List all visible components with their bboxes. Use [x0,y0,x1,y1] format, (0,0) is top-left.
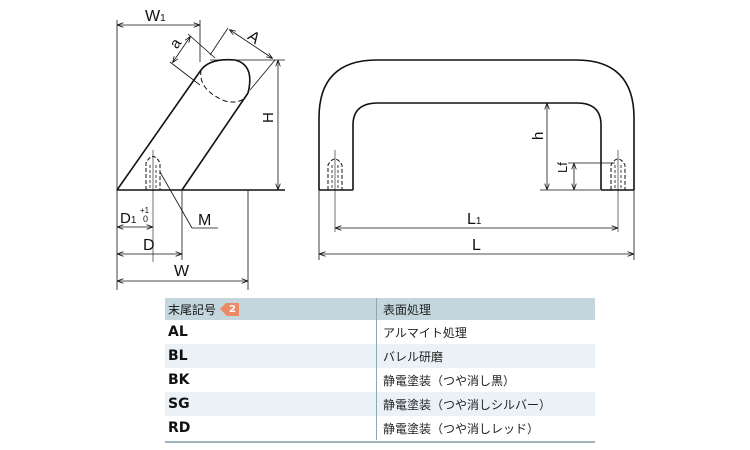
row-code: BL [168,348,188,364]
table-header: 末尾記号 2 表面処理 [165,298,595,320]
label-A: A [244,28,263,48]
label-d1: D1 [120,210,137,227]
A-dimension [230,30,272,58]
label-W: W [174,263,190,280]
side-view-drawing: W1 a A H M D1 +1 0 D W [116,8,285,290]
label-l1: L1 [467,211,482,228]
label-a: a [166,35,185,52]
label-w1: W1 [145,8,166,25]
row-code: SG [168,396,190,412]
badge-arrow-icon [220,303,227,315]
badge-number: 2 [226,302,239,316]
row-finish: バレル研磨 [376,344,595,368]
header-code-label: 末尾記号 [168,302,217,317]
row-finish: 静電塗装（つや消しレッド） [376,416,595,440]
label-d1-tol-upper: +1 [140,206,150,215]
label-h: h [530,132,547,140]
label-H: H [260,112,277,123]
label-d1-tol-lower: 0 [143,214,148,224]
row-code: BK [168,372,190,388]
surface-finish-table: 末尾記号 2 表面処理 AL アルマイト処理 BL バレル研磨 BK 静電塗装（… [165,298,595,440]
row-finish: 静電塗装（つや消しシルバー） [376,392,595,416]
header-code: 末尾記号 2 [165,301,376,318]
label-D: D [143,237,155,254]
front-view-drawing: h Lf L1 L [318,59,635,260]
row-code: AL [168,324,188,340]
a-dimension [173,37,190,62]
row-finish: アルマイト処理 [376,320,595,344]
label-l: L [472,237,481,254]
table-row: AL アルマイト処理 [165,320,595,344]
row-finish: 静電塗装（つや消し黒） [376,368,595,392]
row-code: RD [168,420,191,436]
table-row: BL バレル研磨 [165,344,595,368]
label-lf: Lf [555,162,570,173]
table-row: BK 静電塗装（つや消し黒） [165,368,595,392]
table-bottom-rule [165,441,595,443]
label-M: M [198,212,211,229]
table-row: SG 静電塗装（つや消しシルバー） [165,392,595,416]
header-finish: 表面処理 [376,298,595,320]
table-row: RD 静電塗装（つや消しレッド） [165,416,595,440]
note-badge: 2 [220,302,239,316]
